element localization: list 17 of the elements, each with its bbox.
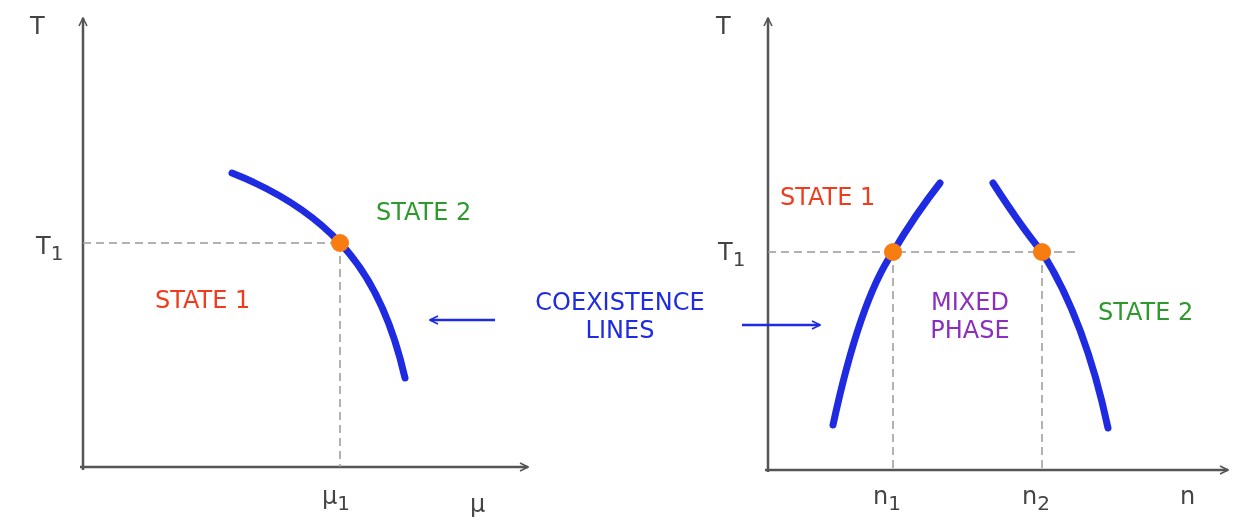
- tick-label: T$_{1}$: [36, 232, 64, 267]
- annotation-text: COEXISTENCE LINES: [510, 288, 730, 344]
- tick-label: T$_{1}$: [718, 238, 746, 273]
- region-label: STATE 1: [155, 286, 251, 314]
- region-label: STATE 2: [1098, 298, 1194, 326]
- arrow: [742, 320, 821, 330]
- axis-label: n: [1180, 482, 1196, 510]
- region-label: STATE 1: [780, 183, 876, 211]
- tick-label: n$_{2}$: [1022, 482, 1050, 517]
- tick-label: n$_{1}$: [873, 482, 901, 517]
- tick-label: μ$_{1}$: [322, 482, 350, 517]
- axis-label: μ: [470, 490, 486, 518]
- axis-label: T: [716, 12, 731, 40]
- arrow: [429, 315, 495, 325]
- axis-label: T: [30, 12, 45, 40]
- region-label: MIXED PHASE: [929, 288, 1011, 344]
- region-label: STATE 2: [376, 198, 472, 226]
